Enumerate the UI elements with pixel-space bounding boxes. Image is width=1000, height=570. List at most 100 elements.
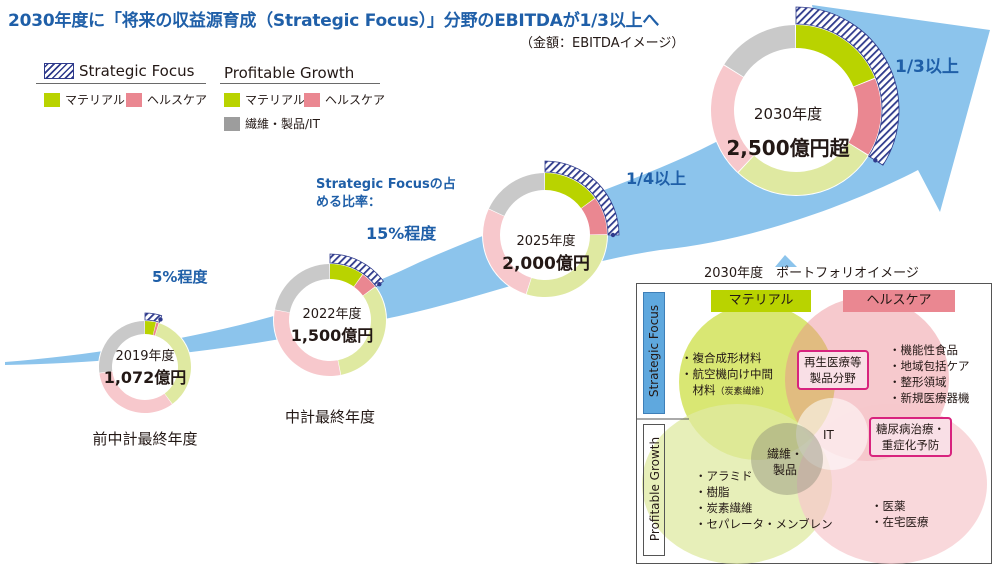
pink-swatch-icon [304, 92, 320, 107]
portfolio-sf-band [643, 292, 665, 414]
ring-segment-fiber-it [724, 25, 796, 77]
portfolio-healthcare-header: ヘルスケア [843, 290, 955, 312]
band-arrow-tip [873, 158, 878, 163]
fiber-line: 繊維・ [767, 447, 804, 461]
portfolio-material-header: マテリアル [711, 290, 811, 312]
list-item: ・アラミド [695, 469, 753, 483]
ring-value: 2,000億円 [502, 254, 590, 274]
ring-year: 2022年度 [302, 307, 362, 322]
legend-fiber: 繊維・製品/IT [224, 115, 320, 132]
ring-segment-fiber-it [274, 264, 330, 313]
ring-background [482, 172, 608, 298]
legend-profitable-growth-label: Profitable Growth [224, 64, 355, 82]
legend-pg-material-label: マテリアル [245, 93, 305, 107]
ring-segment-sf-material [145, 321, 156, 335]
list-item: ・在宅医療 [871, 515, 929, 529]
band-arrow-tip [377, 281, 382, 287]
strategic-focus-band [144, 312, 163, 323]
portfolio-panel: マテリアル ヘルスケア Strategic Focus Profitable G… [636, 283, 992, 564]
list-item: ・複合成形材料 [681, 351, 762, 365]
diabetes-box: 糖尿病治療・ 重症化予防 [869, 417, 952, 457]
list-item: ・セパレータ・メンブレン [695, 517, 833, 531]
list-item: ・航空機向け中間 [681, 367, 773, 381]
legend-sf-healthcare-label: ヘルスケア [147, 93, 208, 107]
box-line: 再生医療等 [804, 355, 862, 369]
fiber-label: 繊維・ 製品 [767, 446, 803, 478]
regen-medicine-box: 再生医療等 製品分野 [797, 350, 869, 390]
pointer-triangle [775, 255, 797, 267]
ring-segment-pg-material [738, 143, 868, 196]
ring-2019-caption: 前中計最終年度 [92, 430, 198, 448]
band-arrow-tip [610, 232, 616, 238]
legend-divider [36, 83, 206, 84]
legend-strategic-focus-label: Strategic Focus [79, 62, 195, 80]
list-note: （炭素繊維） [715, 387, 770, 397]
ring-segment-pg-material [338, 287, 387, 375]
page-title: 2030年度に「将来の収益源育成（Strategic Focus）」分野のEBI… [8, 11, 660, 31]
sf-health-list: ・機能性食品 ・地域包括ケア ・整形領域 ・新規医療器機 [889, 342, 970, 406]
ring-segment-pg-material [155, 323, 192, 404]
portfolio-title: 2030年度 ポートフォリオイメージ [704, 266, 919, 281]
strategic-focus-band [795, 6, 900, 166]
box-line: 重症化予防 [881, 438, 940, 452]
ring-segment-pg-healthcare [274, 310, 341, 377]
list-item: ・地域包括ケア [889, 359, 970, 373]
list-item: 材料（炭素繊維） [681, 383, 770, 397]
pg-health-list: ・医薬 ・在宅医療 [871, 498, 929, 530]
ring-2022-center: 2022年度 1,500億円 [282, 303, 382, 346]
ring-segment-pg-material [526, 235, 607, 297]
ring-year: 2019年度 [115, 349, 175, 364]
box-line: 糖尿病治療・ [876, 422, 945, 436]
ring-value: 1,500億円 [290, 326, 374, 345]
ring-segment-sf-material [796, 25, 875, 87]
box-line: 製品分野 [809, 371, 856, 385]
portfolio-pg-label: Profitable Growth [648, 436, 662, 542]
green-swatch-icon [224, 92, 240, 107]
share-intro-label: Strategic Focusの占める比率： [316, 177, 456, 210]
ring-year: 2025年度 [516, 234, 576, 249]
ring-2030-center: 2030年度 2,500億円超 [718, 103, 858, 161]
ring-segment-sf-healthcare [581, 198, 607, 235]
legend-divider [220, 83, 380, 84]
legend-pg-material: マテリアル [224, 91, 305, 108]
strategic-focus-band [544, 160, 620, 236]
ring-segment-sf-healthcare [153, 322, 159, 336]
page-subtitle: （金額：EBITDAイメージ） [520, 36, 685, 51]
it-label: IT [823, 428, 834, 442]
fiber-line: 製品 [773, 463, 798, 477]
ring-segment-pg-healthcare [99, 371, 173, 413]
legend-pg-healthcare-label: ヘルスケア [325, 93, 386, 107]
ring-2025-center: 2025年度 2,000億円 [496, 230, 596, 274]
share-label-2019: 5%程度 [152, 268, 208, 286]
ring-segment-sf-material [330, 264, 363, 287]
list-item: ・機能性食品 [889, 343, 958, 357]
pink-swatch-icon [126, 92, 142, 107]
share-label-2022: 15%程度 [366, 224, 437, 243]
green-swatch-icon [44, 92, 60, 107]
hatch-swatch-icon [44, 63, 74, 79]
legend-sf-healthcare: ヘルスケア [126, 91, 207, 108]
list-item: ・整形領域 [889, 375, 947, 389]
ring-segment-fiber-it [488, 173, 545, 216]
list-item: ・炭素繊維 [695, 501, 753, 515]
ring-segment-sf-material [545, 173, 595, 209]
ring-2019-center: 2019年度 1,072億円 [100, 345, 190, 388]
ring-segment-sf-healthcare [354, 274, 375, 296]
list-item: ・新規医療器機 [889, 391, 970, 405]
legend-fiber-label: 繊維・製品/IT [245, 117, 320, 131]
ring-value: 1,072億円 [103, 368, 187, 387]
band-arrow-tip [158, 317, 163, 322]
legend-sf-material-label: マテリアル [65, 93, 125, 107]
sf-material-list: ・複合成形材料 ・航空機向け中間 材料（炭素繊維） [681, 350, 773, 400]
share-label-2025: 1/4以上 [626, 169, 687, 188]
ring-segment-pg-healthcare [711, 65, 754, 172]
ring-segment-pg-healthcare [482, 209, 532, 294]
legend-pg-healthcare: ヘルスケア [304, 91, 385, 108]
portfolio-pg-band [643, 424, 665, 556]
legend-sf-material: マテリアル [44, 91, 125, 108]
pg-material-list: ・アラミド ・樹脂 ・炭素繊維 ・セパレータ・メンブレン [695, 468, 833, 532]
ring-background [273, 263, 387, 377]
portfolio-sf-label: Strategic Focus [647, 304, 661, 398]
legend-strategic-focus: Strategic Focus [44, 62, 194, 80]
